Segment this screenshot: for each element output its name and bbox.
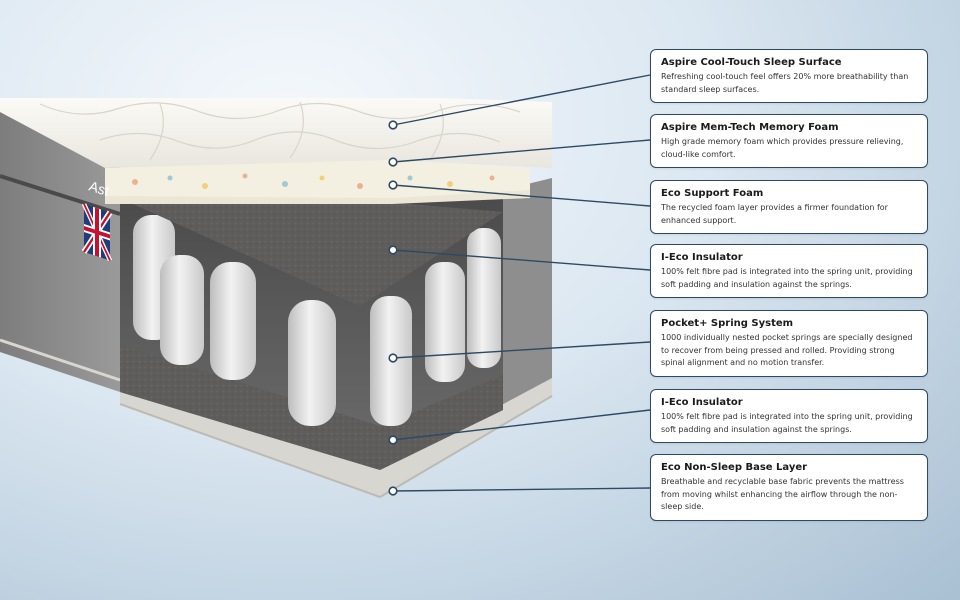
leader-line xyxy=(392,487,651,492)
pocket-springs xyxy=(133,215,501,426)
mattress-side-panel xyxy=(0,112,120,392)
callout-pocket-spring-system: Pocket+ Spring System 1000 individually … xyxy=(650,310,928,377)
anchor-dot xyxy=(388,180,398,190)
spring xyxy=(288,300,336,426)
callout-description: The recycled foam layer provides a firme… xyxy=(661,202,917,227)
anchor-dot xyxy=(388,435,398,445)
callout-desc-line: to recover from being pressed and rolled… xyxy=(661,345,895,355)
callout-desc-line: cloud-like comfort. xyxy=(661,149,736,159)
mattress-side-zip xyxy=(0,174,121,216)
callout-eco-insulator-top: I-Eco Insulator 100% felt fibre pad is i… xyxy=(650,244,928,298)
spring xyxy=(160,255,204,365)
anchor-dot xyxy=(388,157,398,167)
callout-desc-line: 1000 individually nested pocket springs … xyxy=(661,333,913,342)
base-layer-edge xyxy=(119,395,553,499)
callout-title: I-Eco Insulator xyxy=(661,252,743,263)
callout-description: Breathable and recyclable base fabric pr… xyxy=(661,476,917,514)
callout-memory-foam: Aspire Mem-Tech Memory Foam High grade m… xyxy=(650,114,928,168)
leader-line xyxy=(392,341,651,359)
callout-eco-insulator-bottom: I-Eco Insulator 100% felt fibre pad is i… xyxy=(650,389,928,443)
mattress-side-label: Ast xyxy=(87,178,111,200)
cool-touch-cover xyxy=(0,98,552,168)
spring xyxy=(210,262,256,380)
callout-desc-line: The recycled foam layer provides a firme… xyxy=(661,203,888,212)
callout-desc-line: Breathable and recyclable base fabric pr… xyxy=(661,477,904,486)
union-jack-flag-icon xyxy=(81,203,113,261)
callout-desc-line: soft padding and insulation against the … xyxy=(661,279,852,289)
anchor-dot xyxy=(388,245,398,255)
callout-title: Eco Support Foam xyxy=(661,188,764,199)
anchor-dot xyxy=(388,120,398,130)
cover-quilting xyxy=(39,101,521,161)
callout-desc-line: 100% felt fibre pad is integrated into t… xyxy=(661,412,913,421)
callout-title: Aspire Mem-Tech Memory Foam xyxy=(661,122,839,133)
callout-description: High grade memory foam which provides pr… xyxy=(661,136,917,161)
callout-desc-line: enhanced support. xyxy=(661,215,737,225)
callout-desc-line: from moving whilst enhancing the airflow… xyxy=(661,489,898,499)
callout-base-layer: Eco Non-Sleep Base Layer Breathable and … xyxy=(650,454,928,521)
spring xyxy=(425,262,465,382)
callout-title: Eco Non-Sleep Base Layer xyxy=(661,462,808,473)
callout-desc-line: High grade memory foam which provides pr… xyxy=(661,137,904,146)
spring xyxy=(467,228,501,368)
memory-foam-layer xyxy=(105,160,530,198)
callout-description: 1000 individually nested pocket springs … xyxy=(661,332,917,370)
mattress-right-side-panel xyxy=(503,178,552,410)
mattress-side-trim xyxy=(0,338,121,382)
callout-cool-touch-surface: Aspire Cool-Touch Sleep Surface Refreshi… xyxy=(650,49,928,103)
callout-description: 100% felt fibre pad is integrated into t… xyxy=(661,266,917,291)
callout-desc-line: sleep side. xyxy=(661,502,704,511)
callout-description: Refreshing cool-touch feel offers 20% mo… xyxy=(661,71,917,96)
leader-line xyxy=(392,249,651,271)
callout-desc-line: soft padding and insulation against the … xyxy=(661,424,852,434)
leader-line xyxy=(392,409,651,441)
leader-line xyxy=(392,74,651,126)
anchor-dot xyxy=(388,353,398,363)
callout-title: Aspire Cool-Touch Sleep Surface xyxy=(661,57,842,68)
memory-foam-speckles xyxy=(132,173,495,189)
callout-eco-support-foam: Eco Support Foam The recycled foam layer… xyxy=(650,180,928,234)
callout-title: Pocket+ Spring System xyxy=(661,318,794,329)
callout-desc-line: standard sleep surfaces. xyxy=(661,84,760,94)
leader-line xyxy=(392,139,651,163)
callout-desc-line: Refreshing cool-touch feel offers 20% mo… xyxy=(661,72,909,81)
upper-felt-insulator xyxy=(115,196,503,306)
callout-title: I-Eco Insulator xyxy=(661,397,743,408)
callout-desc-line: 100% felt fibre pad is integrated into t… xyxy=(661,267,913,276)
callout-description: 100% felt fibre pad is integrated into t… xyxy=(661,411,917,436)
callout-desc-line: spinal alignment and no motion transfer. xyxy=(661,358,825,367)
anchor-dot xyxy=(388,486,398,496)
layer-anchor-dots xyxy=(388,120,398,496)
base-layer xyxy=(120,378,552,497)
leader-line xyxy=(392,184,651,207)
callout-leaders xyxy=(392,74,651,492)
